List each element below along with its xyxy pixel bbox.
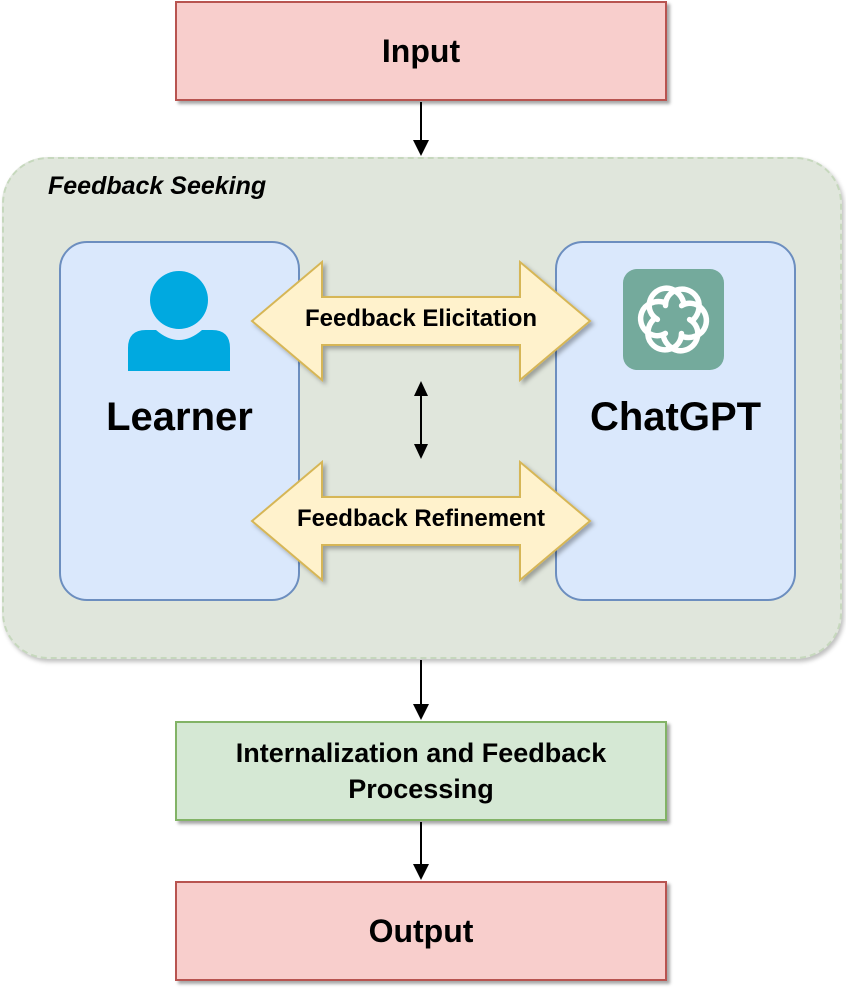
- arrow-processing-to-output: [413, 822, 429, 880]
- input-node: Input: [175, 1, 667, 101]
- learner-label: Learner: [106, 395, 253, 439]
- output-node: Output: [175, 881, 667, 981]
- elicitation-label: Feedback Elicitation: [304, 305, 538, 332]
- refinement-label: Feedback Refinement: [296, 505, 546, 532]
- user-icon: [128, 271, 230, 371]
- group-title: Feedback Seeking: [48, 172, 267, 200]
- openai-logo-icon: [623, 269, 724, 370]
- arrow-group-to-processing: [413, 660, 429, 720]
- processing-node: Internalization and Feedback Processing: [175, 721, 667, 821]
- arrow-input-to-group: [413, 102, 429, 156]
- chatgpt-label: ChatGPT: [589, 395, 762, 439]
